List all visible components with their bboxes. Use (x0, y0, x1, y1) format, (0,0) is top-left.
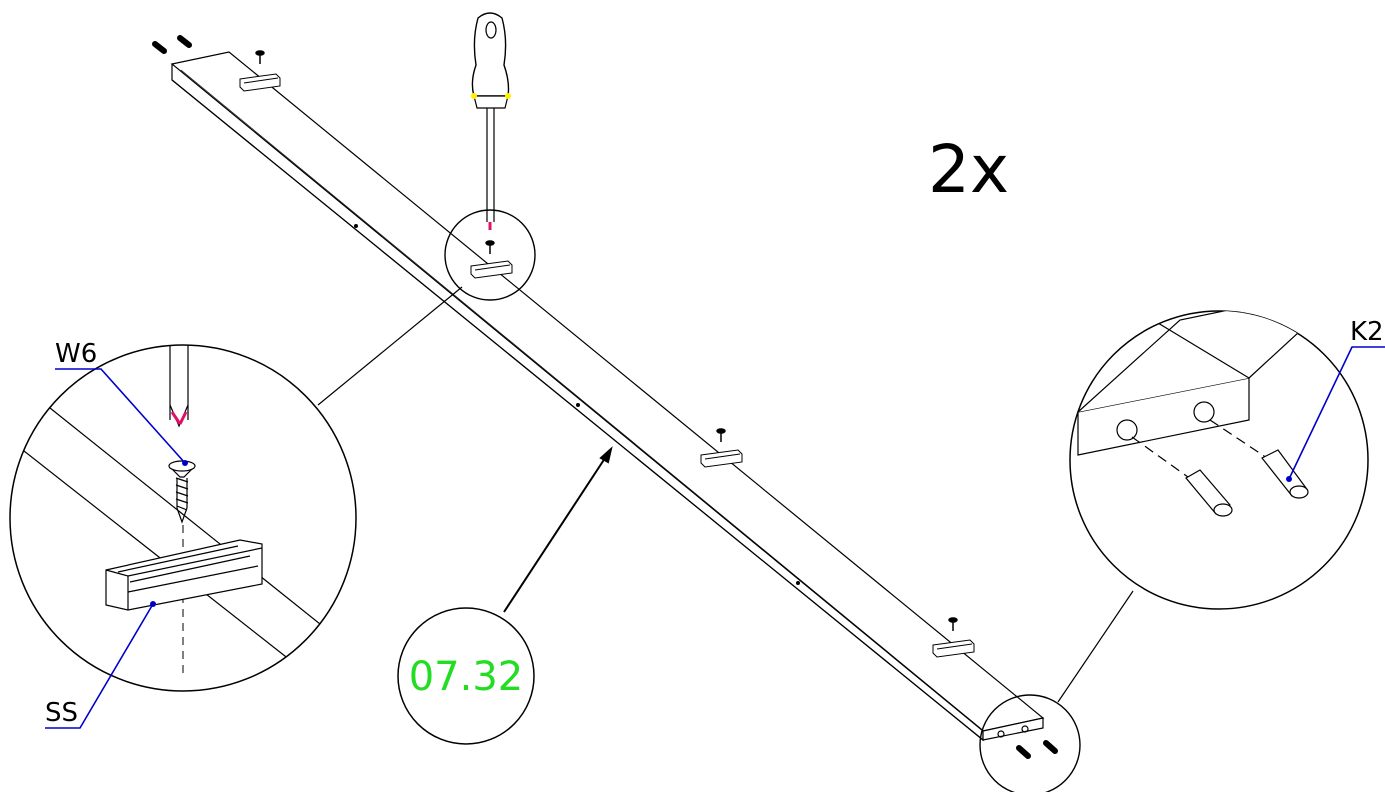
rail-board (170, 51, 1045, 742)
label-dowel: K2 (1350, 317, 1384, 347)
label-slide: SS (45, 698, 78, 728)
part-number: 07.32 (409, 654, 524, 700)
detail-circle-end (979, 694, 1081, 792)
part-number-callout: 07.32 (397, 446, 613, 745)
label-screw: W6 (55, 339, 97, 369)
leader-lines (45, 346, 1385, 729)
detail-circle-bracket (444, 209, 536, 301)
detail-connectors (317, 286, 1134, 703)
slide-bracket-icon (239, 73, 975, 658)
detail-circle-dowels (1069, 310, 1369, 610)
screw-icon (255, 50, 958, 631)
screwdriver-icon (471, 12, 511, 230)
dowel-icon (1185, 449, 1309, 517)
dowel-icon (152, 35, 1058, 759)
detail-circle-screw-slide (9, 344, 357, 692)
rail-holes (354, 224, 800, 585)
quantity-label: 2x (928, 131, 1009, 208)
